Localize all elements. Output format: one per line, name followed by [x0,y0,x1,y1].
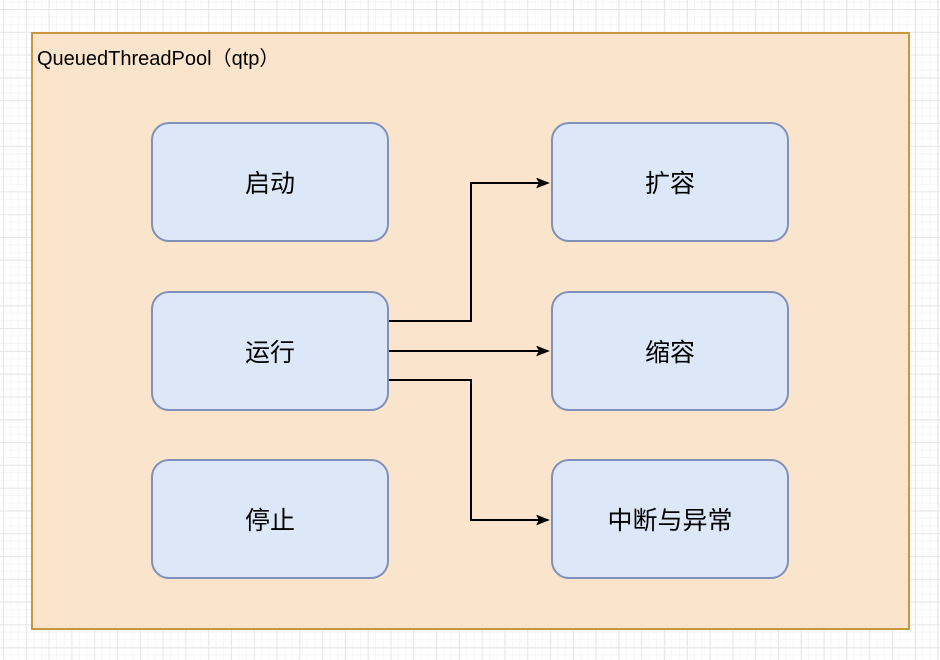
node-start-label: 启动 [244,170,295,198]
node-interrupt: 中断与异常 [551,459,789,579]
node-expand: 扩容 [551,122,789,242]
group-title: QueuedThreadPool（qtp） [37,48,280,70]
node-start: 启动 [151,122,389,242]
node-shrink: 缩容 [551,291,789,411]
node-run-label: 运行 [244,339,295,367]
node-shrink-label: 缩容 [644,339,695,367]
node-interrupt-label: 中断与异常 [607,507,733,535]
node-expand-label: 扩容 [644,170,695,198]
node-stop-label: 停止 [244,507,295,535]
node-stop: 停止 [151,459,389,579]
node-run: 运行 [151,291,389,411]
